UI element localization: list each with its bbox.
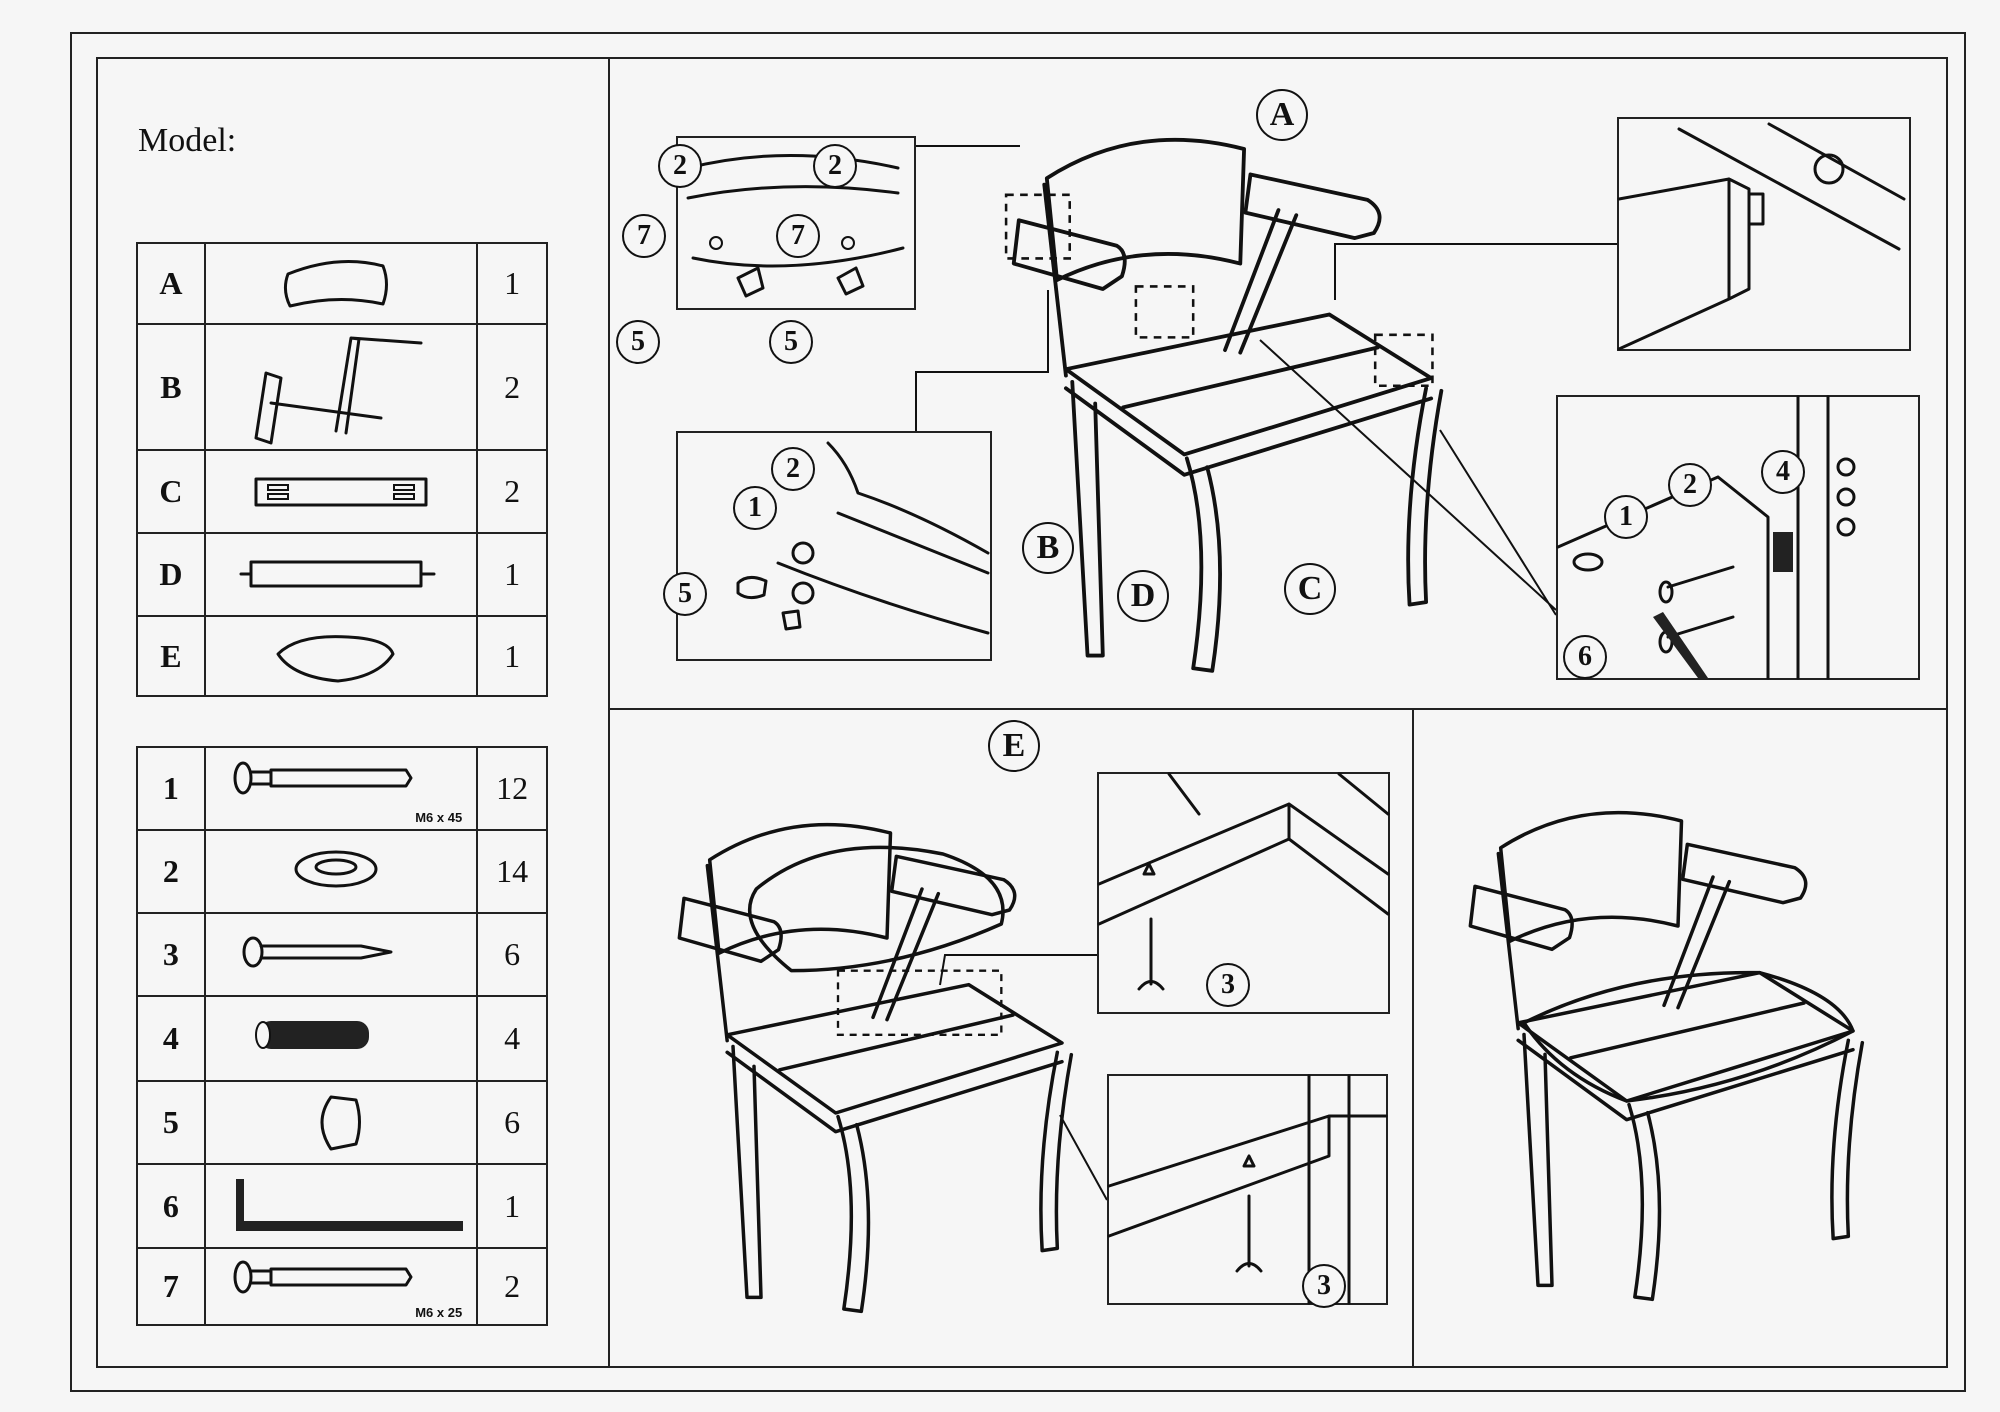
hardware-qty: 4 xyxy=(476,995,548,1082)
hardware-qty: 12 xyxy=(476,746,548,831)
screw-icon xyxy=(203,912,479,997)
hardware-id: 2 xyxy=(136,829,206,914)
side-frame-icon xyxy=(203,323,479,451)
callout-screw: 3 xyxy=(1302,1264,1346,1308)
part-id: C xyxy=(136,449,206,534)
hardware-qty: 14 xyxy=(476,829,548,914)
part-id: E xyxy=(136,615,206,697)
model-label: Model: xyxy=(138,122,237,159)
cross-rail-icon xyxy=(203,532,479,617)
page-inner-border xyxy=(96,57,1948,1368)
hardware-qty: 1 xyxy=(476,1163,548,1249)
callout-part-d: D xyxy=(1117,570,1169,622)
hardware-qty: 6 xyxy=(476,912,548,997)
bolt-icon: M6 x 45 xyxy=(203,746,479,831)
hardware-qty: 6 xyxy=(476,1080,548,1165)
callout-screw: 3 xyxy=(1206,963,1250,1007)
part-id: A xyxy=(136,242,206,325)
table-row: 1 M6 x 45 12 xyxy=(136,746,548,831)
side-rail-icon xyxy=(203,449,479,534)
seat-cushion-icon xyxy=(203,615,479,697)
allen-key-icon xyxy=(203,1163,479,1249)
dowel-icon xyxy=(203,995,479,1082)
chair-seat-step-drawing xyxy=(677,822,1074,1314)
hardware-id: 3 xyxy=(136,912,206,997)
callout-allen-key: 6 xyxy=(1563,635,1607,679)
chair-assembled-drawing xyxy=(1468,810,1865,1302)
chair-exploded-drawing xyxy=(1004,137,1444,673)
callout-bolt: 1 xyxy=(1604,495,1648,539)
divider-bottom xyxy=(1412,708,1414,1366)
table-row: 2 14 xyxy=(136,829,548,914)
divider-horizontal xyxy=(608,708,1946,710)
hardware-id: 6 xyxy=(136,1163,206,1249)
callout-part-a: A xyxy=(1256,89,1308,141)
callout-part-e: E xyxy=(988,720,1040,772)
callout-bolt-m6x25: 7 xyxy=(622,214,666,258)
table-row: 7 M6 x 25 2 xyxy=(136,1247,548,1326)
page-outer-border xyxy=(70,32,1966,1392)
inset-bolt-assembly xyxy=(1556,395,1920,680)
callout-bolt: 1 xyxy=(733,486,777,530)
callout-washer: 2 xyxy=(1668,463,1712,507)
hardware-id: 5 xyxy=(136,1080,206,1165)
callout-part-b: B xyxy=(1022,522,1074,574)
callout-cap: 5 xyxy=(616,320,660,364)
callout-dowel: 4 xyxy=(1761,450,1805,494)
part-id: D xyxy=(136,532,206,617)
part-id: B xyxy=(136,323,206,451)
callout-washer: 2 xyxy=(771,447,815,491)
inset-arm-bolts xyxy=(676,431,992,661)
hardware-id: 1 xyxy=(136,746,206,831)
divider-left xyxy=(608,57,610,1366)
hardware-id: 7 xyxy=(136,1247,206,1326)
bolt-spec: M6 x 45 xyxy=(415,810,463,825)
part-qty: 2 xyxy=(476,323,548,451)
washer-icon xyxy=(203,829,479,914)
hardware-id: 4 xyxy=(136,995,206,1082)
hardware-qty: 2 xyxy=(476,1247,548,1326)
callout-cap: 5 xyxy=(663,572,707,616)
inset-seat-screw-back xyxy=(1107,1074,1388,1305)
part-qty: 2 xyxy=(476,449,548,534)
part-qty: 1 xyxy=(476,615,548,697)
inset-dowel-hole xyxy=(1617,117,1911,351)
bolt-spec: M6 x 25 xyxy=(415,1305,463,1320)
callout-cap: 5 xyxy=(769,320,813,364)
cap-icon xyxy=(203,1080,479,1165)
callout-bolt-m6x25: 7 xyxy=(776,214,820,258)
part-qty: 1 xyxy=(476,532,548,617)
part-qty: 1 xyxy=(476,242,548,325)
callout-washer: 2 xyxy=(813,144,857,188)
backrest-icon xyxy=(203,242,479,325)
callout-part-c: C xyxy=(1284,563,1336,615)
callout-washer: 2 xyxy=(658,144,702,188)
bolt-icon: M6 x 25 xyxy=(203,1247,479,1326)
